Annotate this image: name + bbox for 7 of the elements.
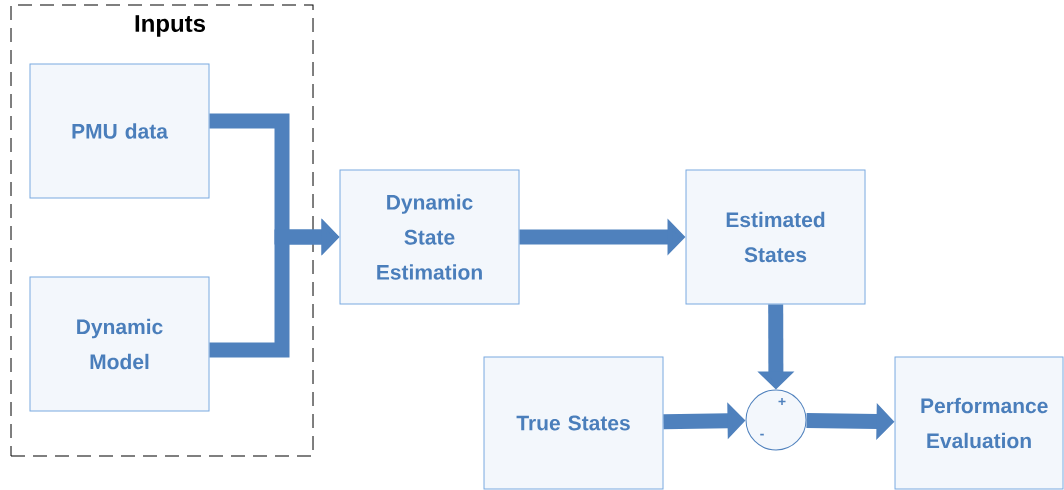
process-box: Dynamic Model — [29, 276, 210, 412]
process-box: Estimated States — [685, 169, 866, 305]
process-box: Performance Evaluation — [894, 356, 1064, 490]
summing-junction: + - — [745, 389, 807, 451]
process-box: Dynamic State Estimation — [339, 169, 520, 305]
process-box: True States — [483, 356, 664, 490]
process-box: PMU data — [29, 63, 210, 199]
